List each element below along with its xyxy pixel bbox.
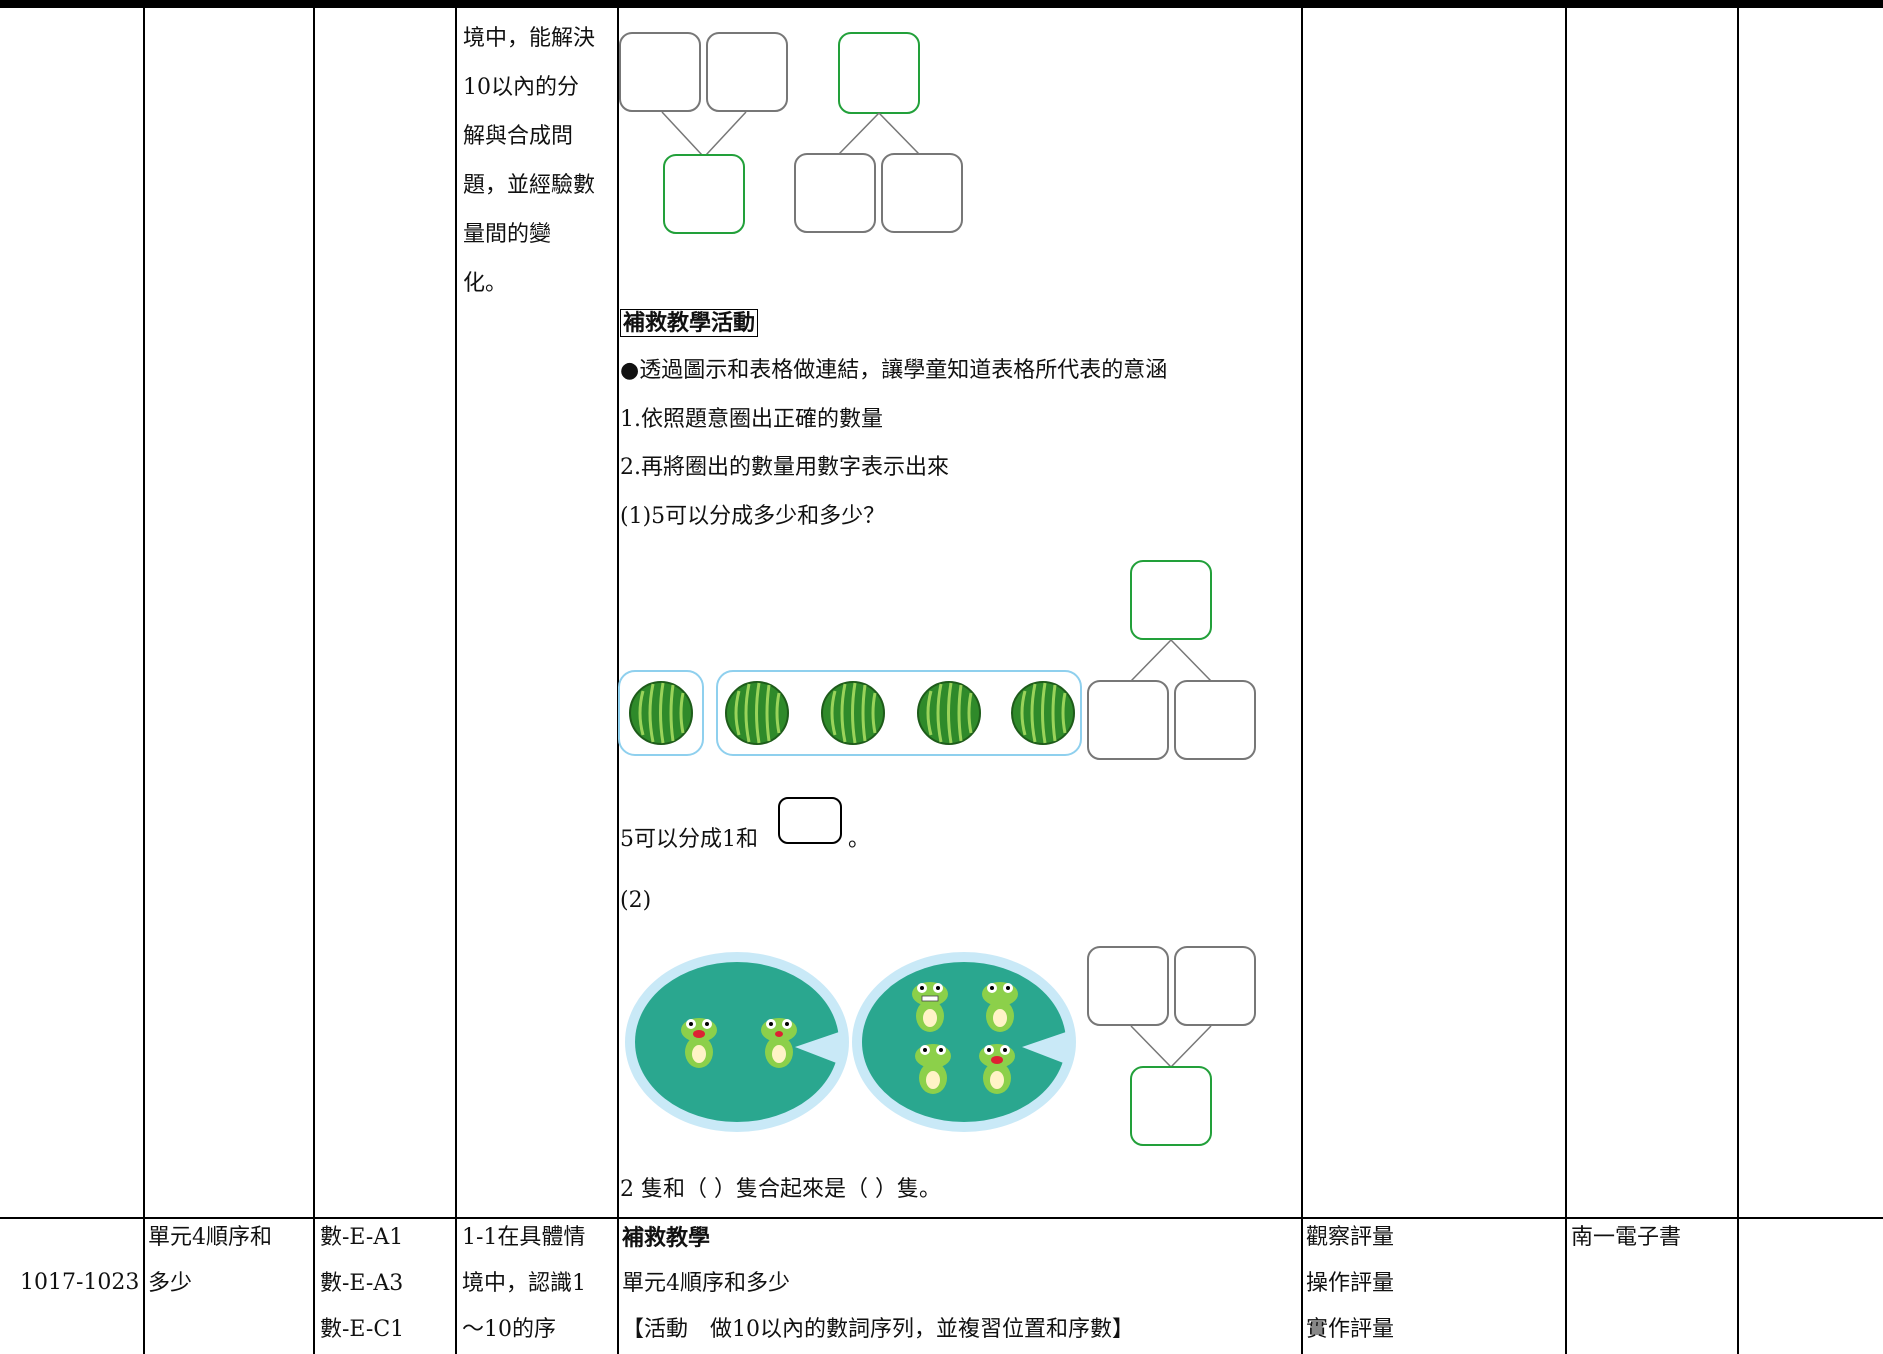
watermelon-group-four xyxy=(716,670,1082,756)
competency-code: 數-E-A1 xyxy=(320,1225,404,1250)
answer-1-end: 。 xyxy=(848,827,871,852)
activity-name: 【活動 做10以內的數詞序列，並複習位置和序數】 xyxy=(622,1317,1134,1342)
remedial-step-1: 1.依照題意圈出正確的數量 xyxy=(620,407,883,432)
col-divider-5 xyxy=(1301,0,1303,1354)
objective-line: 境中，能解決 xyxy=(463,26,596,51)
col-divider-7 xyxy=(1737,0,1739,1354)
objective-continuation: 境中，能解決 10以內的分 解與合成問 題，並經驗數 量間的變 化。 xyxy=(463,14,595,308)
watermelon-icon xyxy=(1011,681,1075,745)
activity-cell: 補救教學 單元4順序和多少 【活動 做10以內的數詞序列，並複習位置和序數】 xyxy=(622,1215,1134,1353)
objective-line: 境中，認識1 xyxy=(462,1271,586,1296)
watermelon-group-single xyxy=(618,670,704,756)
watermelon-icon xyxy=(821,681,885,745)
objective-line: 解與合成問 xyxy=(463,124,574,149)
objective-line: 量間的變 xyxy=(463,222,552,247)
answer-2: 2 隻和（ ）隻合起來是（ ）隻。 xyxy=(620,1177,941,1202)
answer-1-prefix: 5可以分成1和 xyxy=(620,827,758,852)
table-top-border xyxy=(0,0,1883,8)
assessment-item: 操作評量 xyxy=(1306,1271,1395,1296)
lily-pad-icon xyxy=(852,952,1076,1132)
lily-pad-icon xyxy=(625,952,849,1132)
remedial-bullet: ●透過圖示和表格做連結，讓學童知道表格所代表的意涵 xyxy=(620,358,1168,383)
objective-line: 10以內的分 xyxy=(463,75,579,100)
row-divider xyxy=(0,1217,1883,1219)
lily-pad-two-frogs xyxy=(625,952,1076,1132)
frog-icon xyxy=(681,1018,717,1068)
activity-title: 補救教學 xyxy=(622,1225,711,1251)
frog-icon xyxy=(915,1044,951,1094)
objective-line: ～10的序 xyxy=(462,1317,556,1342)
resource-cell: 南一電子書 xyxy=(1571,1215,1681,1261)
resource-name: 南一電子書 xyxy=(1571,1225,1682,1250)
col-divider-2 xyxy=(313,0,315,1354)
assessment-item: 觀察評量 xyxy=(1306,1225,1395,1250)
assessment-item: 實作評量 xyxy=(1306,1317,1395,1342)
competency-code: 數-E-A3 xyxy=(320,1271,404,1296)
frog-icon xyxy=(982,982,1018,1032)
remedial-title-label: 補救教學活動 xyxy=(620,309,759,337)
objective-line: 化。 xyxy=(463,271,508,296)
codes-cell: 數-E-A1 數-E-A3 數-E-C1 xyxy=(320,1215,404,1353)
col-divider-4 xyxy=(617,0,619,1354)
activity-unit: 單元4順序和多少 xyxy=(622,1271,790,1296)
frog-icon xyxy=(912,982,948,1032)
watermelon-icon xyxy=(629,681,693,745)
frog-icon xyxy=(761,1018,797,1068)
remedial-title: 補救教學活動 xyxy=(620,309,759,338)
watermelon-icon xyxy=(725,681,789,745)
objective-line: 1-1在具體情 xyxy=(462,1225,586,1250)
answer-1-blank-box xyxy=(778,797,842,844)
number-bond-diagram-q2 xyxy=(1087,946,1256,1146)
week-range: 1017-1023 xyxy=(20,1270,140,1295)
objective-cell: 1-1在具體情 境中，認識1 ～10的序 xyxy=(462,1215,586,1353)
unit-cell: 單元4順序和 多少 xyxy=(148,1215,272,1307)
competency-code: 數-E-C1 xyxy=(320,1317,405,1342)
answer-1: 5可以分成1和 xyxy=(620,825,758,854)
assessment-cell: 觀察評量 操作評量 實作評量 xyxy=(1306,1215,1394,1353)
col-divider-3 xyxy=(455,0,457,1354)
number-bond-diagram-q1 xyxy=(1087,560,1256,760)
unit-line: 單元4順序和 xyxy=(148,1225,272,1250)
col-divider-1 xyxy=(143,0,145,1354)
question-1: (1)5可以分成多少和多少？ xyxy=(620,504,886,529)
week-cell: 1017-1023 xyxy=(20,1260,139,1306)
question-2: (2) xyxy=(620,888,652,913)
number-bond-diagram-merge xyxy=(619,32,788,234)
watermelon-icon xyxy=(917,681,981,745)
remedial-step-2: 2.再將圈出的數量用數字表示出來 xyxy=(620,455,949,480)
col-divider-6 xyxy=(1565,0,1567,1354)
objective-line: 題，並經驗數 xyxy=(463,173,596,198)
unit-line: 多少 xyxy=(148,1271,193,1296)
frog-icon xyxy=(979,1044,1015,1094)
number-bond-diagram-split xyxy=(794,32,963,233)
